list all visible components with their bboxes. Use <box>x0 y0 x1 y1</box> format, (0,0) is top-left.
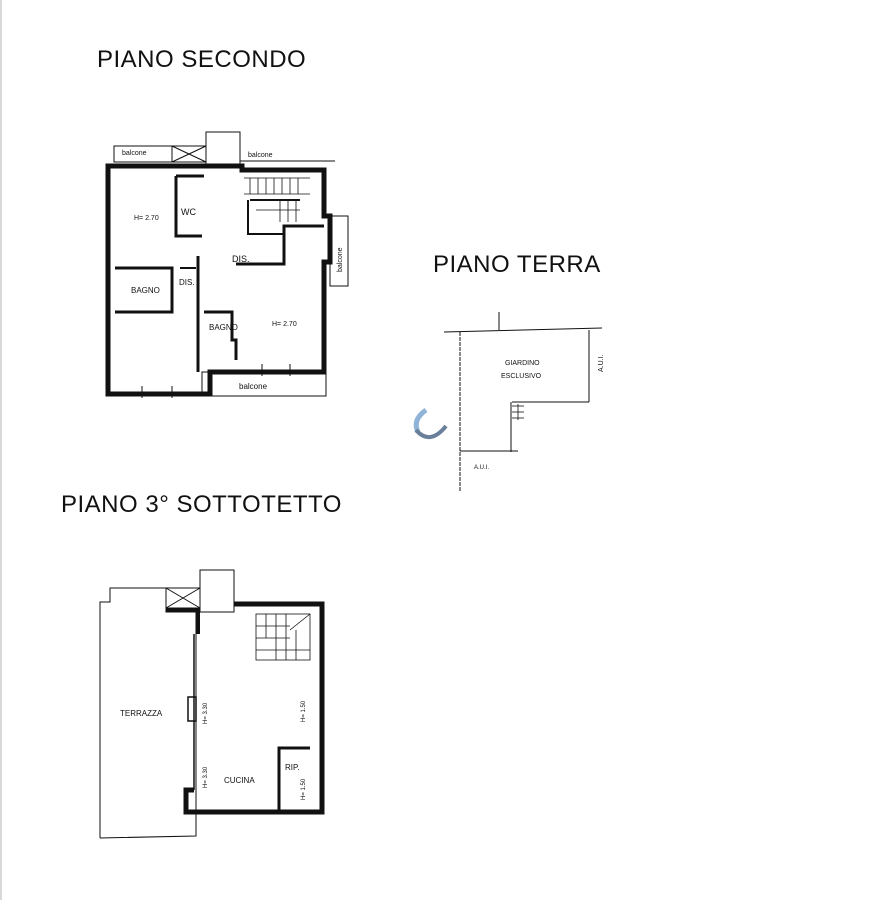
chimney-box <box>205 131 241 167</box>
label-height-left: H= 2.70 <box>134 215 159 222</box>
label-h150-top: H= 1.50 <box>301 700 307 722</box>
label-h330-bottom: H= 3.30 <box>203 766 209 788</box>
label-height-right: H= 2.70 <box>272 321 297 328</box>
label-aui-right: A.U.I. <box>598 354 605 372</box>
label-h150-bottom: H= 1.50 <box>301 778 307 800</box>
label-bagno-center: BAGNO <box>209 323 238 332</box>
label-wc: WC <box>181 207 196 217</box>
steps <box>512 404 524 420</box>
label-balcone-side: balcone <box>337 247 344 272</box>
label-rip: RIP. <box>285 763 300 772</box>
page-edge <box>0 0 2 900</box>
rip-wall <box>277 746 310 812</box>
label-cucina: CUCINA <box>224 776 255 785</box>
label-aui-bottom: A.U.I. <box>474 465 489 471</box>
label-esclusivo: ESCLUSIVO <box>501 373 542 380</box>
chimney-box-top <box>199 569 235 613</box>
label-giardino: GIARDINO <box>505 360 540 367</box>
title-piano-secondo: PIANO SECONDO <box>97 46 307 73</box>
label-balcone-bottom: balcone <box>239 382 268 391</box>
watermark-logo <box>413 407 448 439</box>
stairs <box>244 177 310 222</box>
cucina-outer-wall <box>183 601 325 815</box>
plan-piano-secondo <box>105 131 349 398</box>
label-dis-center: DIS. <box>232 254 250 264</box>
title-piano-sottotetto: PIANO 3° SOTTOTETTO <box>61 491 342 518</box>
label-dis-left: DIS. <box>179 278 195 287</box>
label-bagno-left: BAGNO <box>131 286 160 295</box>
outer-wall <box>105 163 333 397</box>
label-terrazza: TERRAZZA <box>120 709 163 718</box>
windows <box>141 364 291 398</box>
plan-piano-sottotetto <box>99 569 325 839</box>
plan-piano-terra <box>443 312 603 492</box>
label-balcone-top-left: balcone <box>122 150 147 157</box>
label-h330-top: H= 3.30 <box>203 702 209 724</box>
title-piano-terra: PIANO TERRA <box>433 251 601 278</box>
stairs-top <box>255 613 311 661</box>
label-balcone-top-right: balcone <box>248 152 273 159</box>
